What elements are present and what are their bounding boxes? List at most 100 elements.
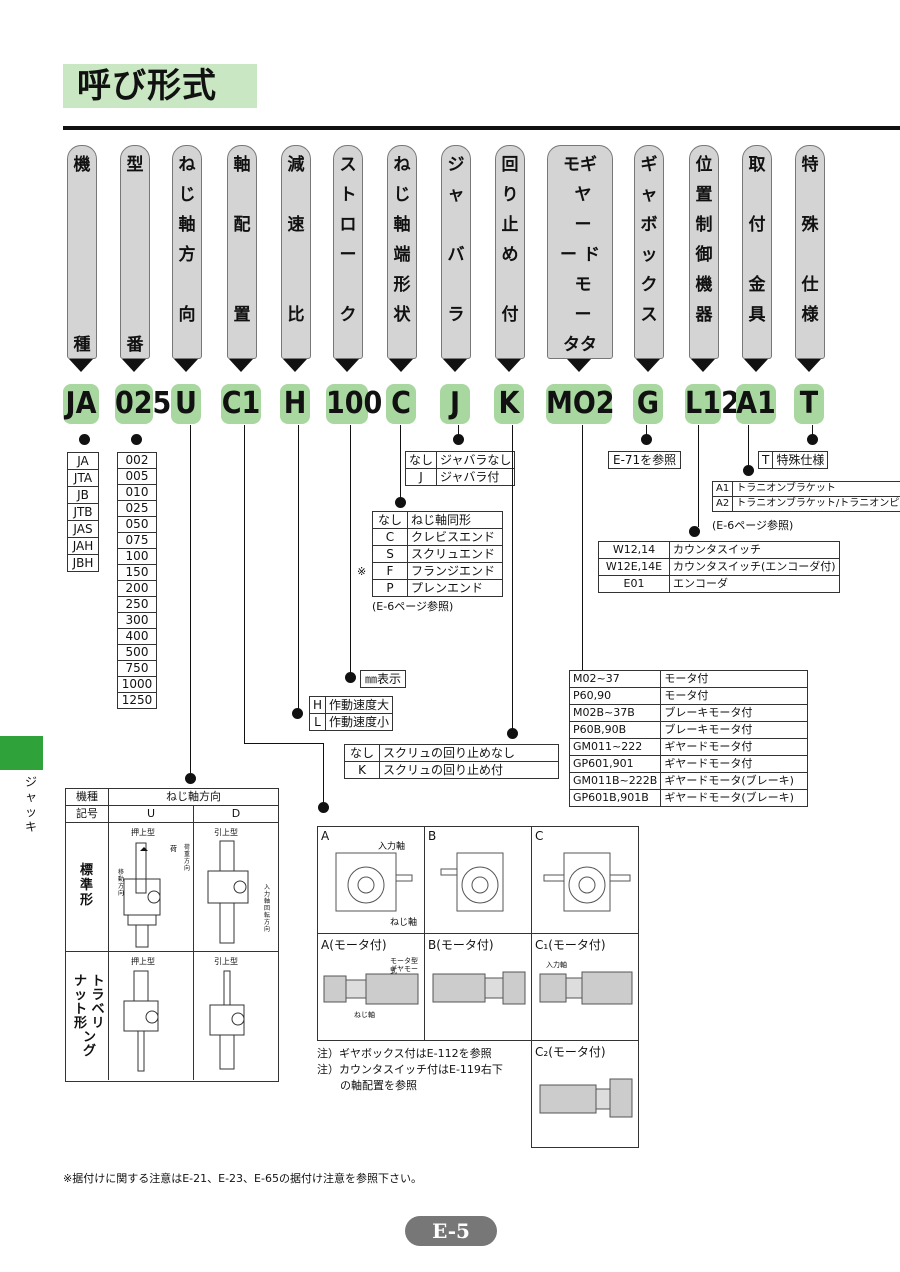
- table-cell: H: [308, 696, 327, 714]
- table-row: JAH: [67, 537, 99, 555]
- code-9: MO2: [546, 384, 615, 424]
- connector-dot: [79, 434, 90, 445]
- table-cell: なし: [344, 744, 380, 762]
- column-1: 型 番: [120, 145, 150, 359]
- table-cell: 300: [117, 612, 157, 629]
- column-6: ね じ 軸 端 形 状: [387, 145, 417, 359]
- table-cell: クレビスエンド: [407, 528, 503, 546]
- table-cell: ジャバラ付: [436, 468, 516, 486]
- connector-dot: [131, 434, 142, 445]
- column-4: 減 速 比: [281, 145, 311, 359]
- column-label: ス ト ロ ー ク: [339, 155, 357, 325]
- jack-push-drawing: 荷: [123, 842, 177, 948]
- table-cell: ギヤードモータ付: [660, 755, 809, 773]
- table-row: JTB: [67, 503, 99, 521]
- column-arrow: [443, 359, 467, 372]
- column-arrow: [174, 359, 198, 372]
- code-7: J: [440, 384, 470, 424]
- table-cell: 075: [117, 532, 157, 549]
- table-cell: JTB: [67, 503, 99, 521]
- table-row: 400: [117, 628, 157, 645]
- table-row: 075: [117, 532, 157, 549]
- column-arrow: [229, 359, 253, 372]
- column-arrow: [69, 359, 93, 372]
- table-row: 300: [117, 612, 157, 629]
- table-cell: スクリュの回り止め付: [379, 761, 559, 779]
- table-row: 010: [117, 484, 157, 501]
- table-cell: ブレーキモータ付: [660, 721, 809, 739]
- table-cell: 200: [117, 580, 157, 597]
- note-3: の軸配置を参照: [340, 1079, 417, 1092]
- code-10: G: [633, 384, 663, 424]
- column-label: ジ ャ バ ラ: [447, 155, 465, 325]
- table-cell: JAS: [67, 520, 99, 538]
- column-label: 減 速 比: [287, 155, 305, 325]
- column-5: ス ト ロ ー ク: [333, 145, 363, 359]
- table-cell: ギヤードモータ(ブレーキ): [660, 772, 809, 790]
- footnote: ※据付けに関する注意はE-21、E-23、E-65の据付け注意を参照下さい。: [63, 1172, 422, 1185]
- screw-shaft-label: ねじ軸: [390, 918, 418, 928]
- connector-dot: [689, 526, 700, 537]
- table-cell: 作動速度小: [325, 713, 394, 731]
- table-row: JB: [67, 486, 99, 504]
- table-cell: GM011~222: [568, 738, 662, 756]
- column-13: 特 殊 仕 様: [795, 145, 825, 359]
- jack-pull-drawing: [207, 840, 249, 944]
- column-label: ね じ 軸 方 向: [178, 155, 196, 325]
- table-cell: GP601B,901B: [568, 789, 662, 807]
- stroke-unit: ㎜表示: [360, 670, 407, 688]
- table-cell: 特殊仕様: [772, 451, 829, 469]
- column-arrow: [389, 359, 413, 372]
- table-cell: 100: [117, 548, 157, 565]
- table-row: 002: [117, 452, 157, 469]
- push-type-label-2: 押上型: [131, 957, 155, 966]
- mount-ref: (E-6ページ参照): [712, 519, 794, 532]
- table-cell: E01: [598, 575, 670, 593]
- column-label: 型 番: [126, 155, 144, 355]
- panel-am-label: A(モータ付): [321, 938, 387, 952]
- code-2: U: [171, 384, 201, 424]
- code-11: L12: [685, 384, 740, 424]
- table-cell: ジャバラなし: [436, 451, 516, 469]
- table-cell: スクリュの回り止めなし: [379, 744, 559, 762]
- panel-b-label: B: [428, 829, 437, 843]
- table-cell: スクリュエンド: [407, 545, 503, 563]
- header-u: U: [109, 806, 194, 823]
- table-cell: 005: [117, 468, 157, 485]
- table-cell: P: [372, 579, 408, 597]
- table-cell: GM011B~222B: [568, 772, 662, 790]
- table-row: 050: [117, 516, 157, 533]
- connector-dot: [395, 497, 406, 508]
- table-cell: なし: [372, 511, 408, 529]
- column-label: ギ ャ ボ ッ ク ス: [640, 155, 658, 325]
- table-row: 250: [117, 596, 157, 613]
- header-direction: ねじ軸方向: [109, 789, 278, 806]
- gearbox-ref: E-71を参照: [608, 451, 682, 469]
- table-row: JAS: [67, 520, 99, 538]
- connector-dot: [743, 465, 754, 476]
- page-number: E-5: [405, 1216, 497, 1246]
- input-rotation-label: 入 力 軸 回 転 方 向: [264, 884, 271, 933]
- screw-end-ref: (E-6ページ参照): [372, 600, 454, 613]
- table-row: JTA: [67, 469, 99, 487]
- column-label: 位 置 制 御 機 器: [695, 155, 713, 325]
- code-3: C1: [221, 384, 261, 424]
- table-cell: エンコーダ: [669, 575, 840, 593]
- table-cell: JA: [67, 452, 99, 470]
- table-cell: P60,90: [568, 687, 662, 705]
